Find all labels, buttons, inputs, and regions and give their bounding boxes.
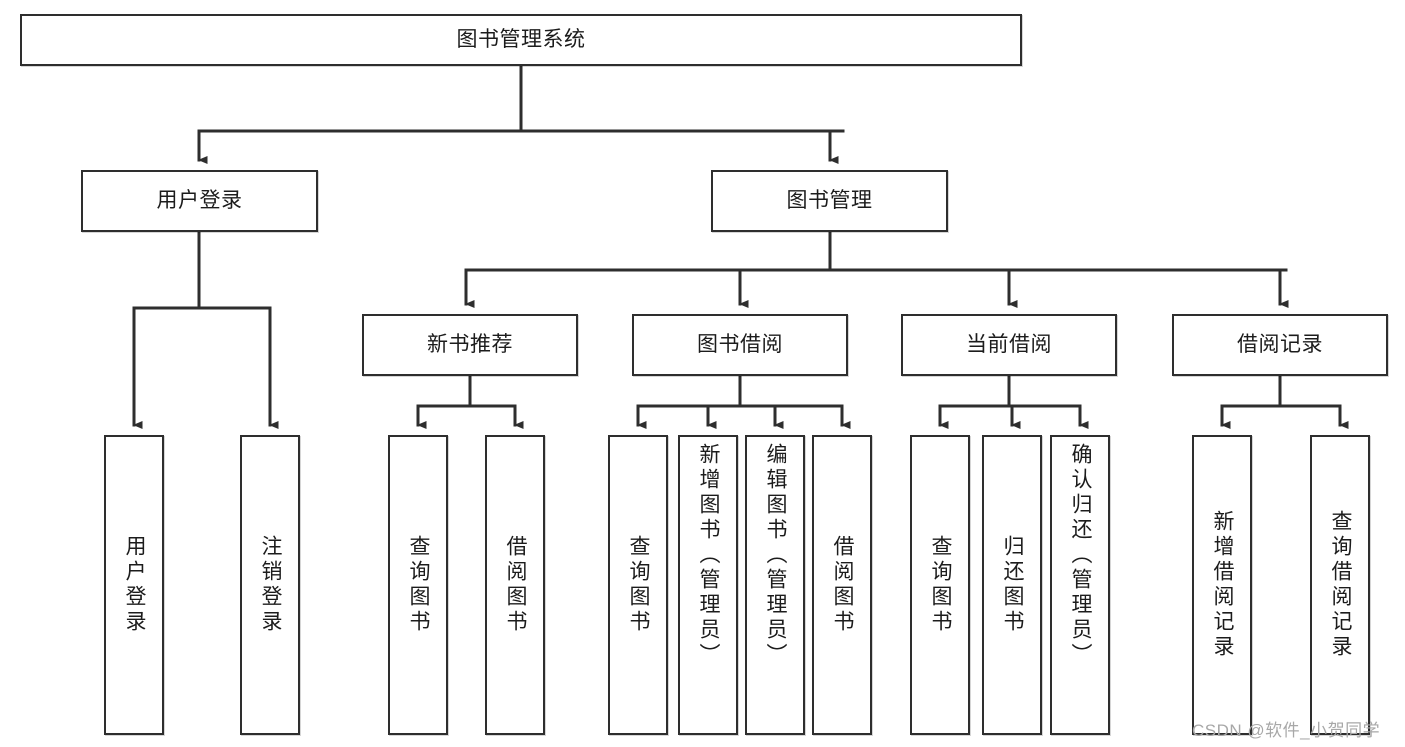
node-current-borrow[interactable]: 当前借阅 [901,314,1117,376]
node-current-borrow-label: 当前借阅 [966,333,1052,357]
node-new-book-rec-label: 新书推荐 [427,333,513,357]
leaf-node-logout[interactable]: 注销登录 [240,435,300,735]
leaf-node-add-book[interactable]: 新增图书（管理员） [678,435,738,735]
leaf-label: 确认归还（管理员） [1069,443,1093,668]
leaf-node-query-book-2[interactable]: 查询图书 [608,435,668,735]
leaf-node-confirm-return[interactable]: 确认归还（管理员） [1050,435,1110,735]
node-borrow-record[interactable]: 借阅记录 [1172,314,1388,376]
leaf-node-query-book-1[interactable]: 查询图书 [388,435,448,735]
node-book-borrow[interactable]: 图书借阅 [632,314,848,376]
leaf-label: 用户登录 [123,535,147,635]
leaf-label: 查询图书 [929,535,953,635]
leaf-node-add-record[interactable]: 新增借阅记录 [1192,435,1252,735]
node-new-book-rec[interactable]: 新书推荐 [362,314,578,376]
node-book-manage-label: 图书管理 [786,189,873,213]
leaf-label: 查询图书 [627,535,651,635]
node-user-login-label: 用户登录 [156,189,243,213]
leaf-node-user-login[interactable]: 用户登录 [104,435,164,735]
leaf-node-borrow-book-1[interactable]: 借阅图书 [485,435,545,735]
node-book-manage[interactable]: 图书管理 [711,170,948,232]
leaf-label: 查询借阅记录 [1329,510,1353,660]
leaf-node-query-book-3[interactable]: 查询图书 [910,435,970,735]
leaf-label: 编辑图书（管理员） [764,443,788,668]
leaf-node-query-record[interactable]: 查询借阅记录 [1310,435,1370,735]
leaf-node-borrow-book-2[interactable]: 借阅图书 [812,435,872,735]
leaf-label: 注销登录 [259,535,283,635]
node-book-borrow-label: 图书借阅 [697,333,783,357]
leaf-node-return-book[interactable]: 归还图书 [982,435,1042,735]
node-borrow-record-label: 借阅记录 [1237,333,1323,357]
leaf-label: 借阅图书 [831,535,855,635]
node-user-login[interactable]: 用户登录 [81,170,318,232]
node-root-system[interactable]: 图书管理系统 [20,14,1022,66]
leaf-node-edit-book[interactable]: 编辑图书（管理员） [745,435,805,735]
leaf-label: 新增图书（管理员） [697,443,721,668]
leaf-label: 归还图书 [1001,535,1025,635]
node-root-label: 图书管理系统 [456,28,586,52]
leaf-label: 新增借阅记录 [1211,510,1235,660]
leaf-label: 借阅图书 [504,535,528,635]
leaf-label: 查询图书 [407,535,431,635]
